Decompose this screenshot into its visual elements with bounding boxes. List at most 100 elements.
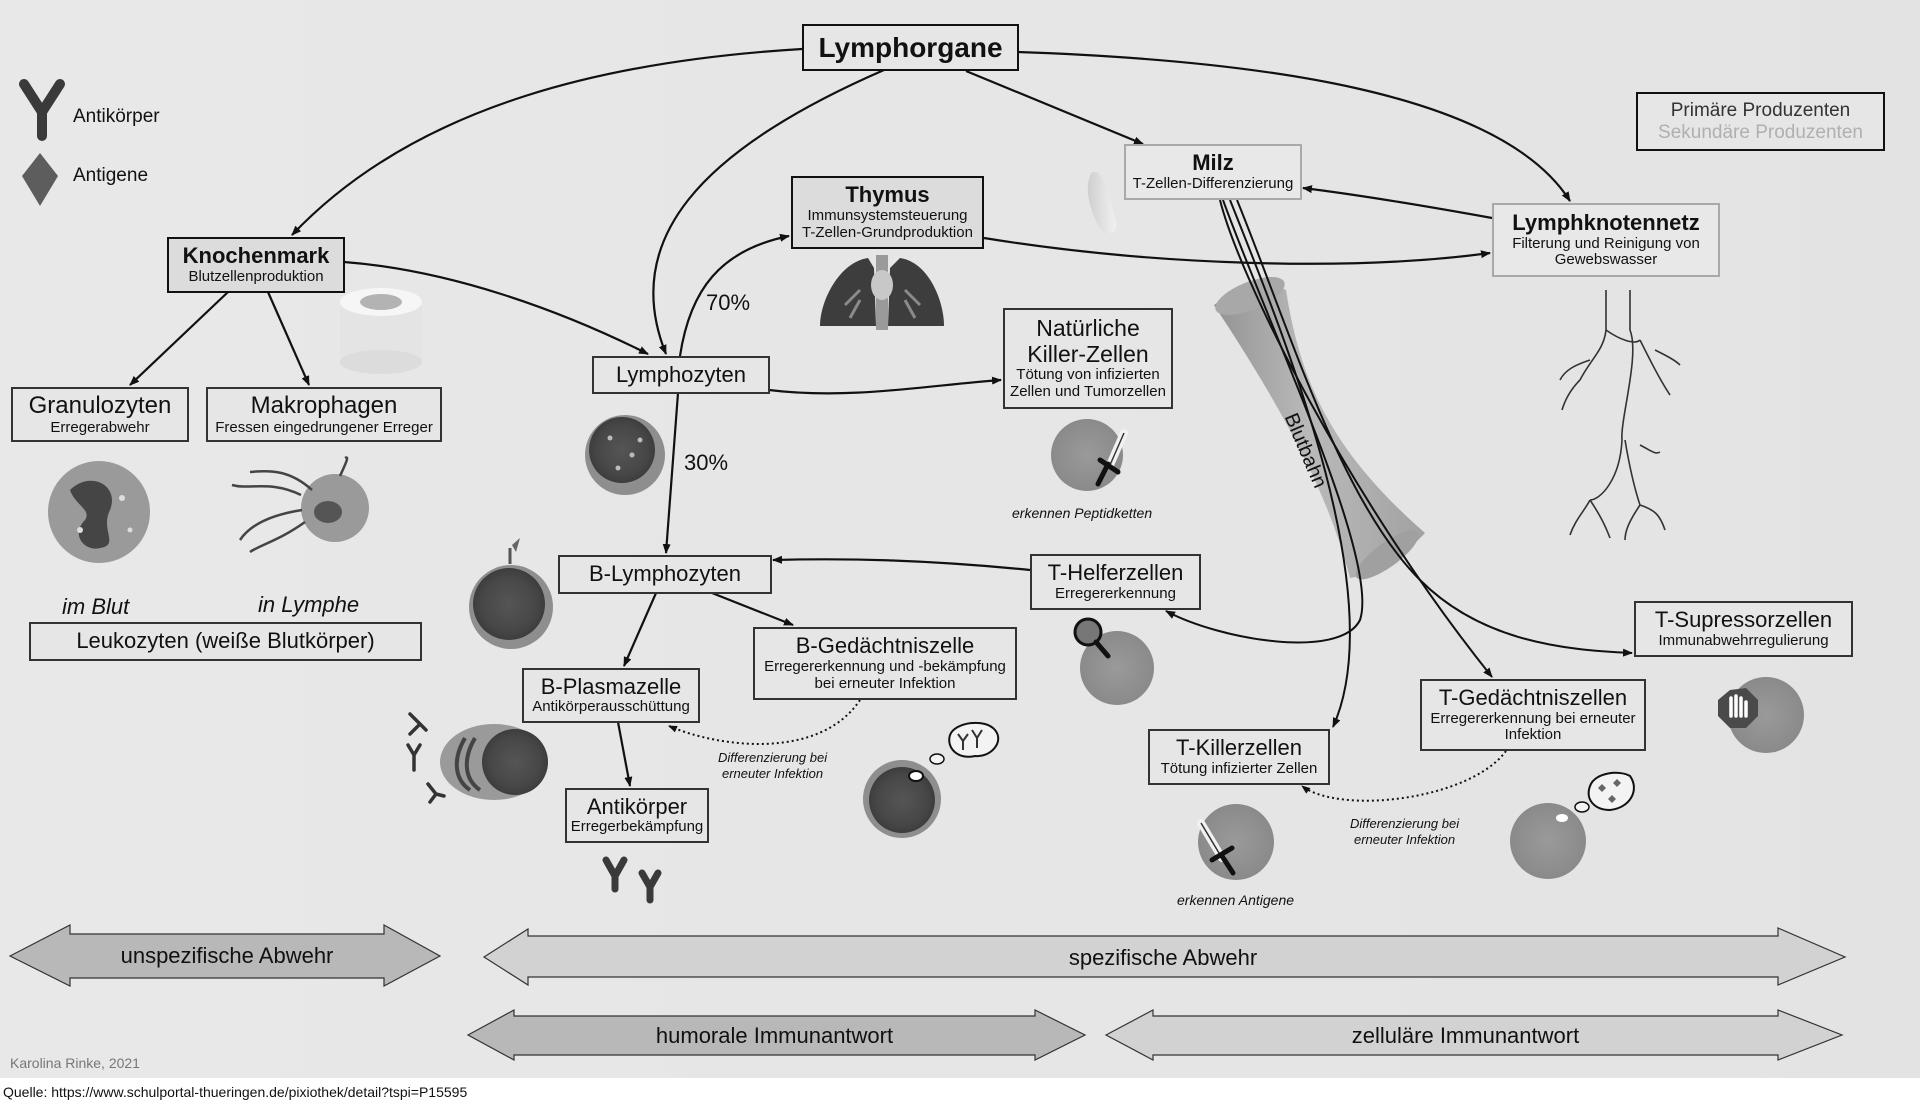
edge-lymphozyten-thymus (678, 233, 790, 357)
node-t-killer-title: T-Killerzellen (1176, 735, 1302, 761)
node-lymphozyten-title: Lymphozyten (615, 361, 747, 387)
author-credit: Karolina Rinke, 2021 (10, 1055, 140, 1071)
node-granulozyten-title: Granulozyten (28, 391, 172, 419)
label-t-diff-2: erneuter Infektion (1353, 831, 1456, 847)
node-antikoerper-subtitle: Erregerbekämpfung (570, 818, 704, 836)
band-humoral-arrow (466, 1008, 1087, 1062)
label-im-blut: im Blut (62, 594, 130, 619)
node-granulozyten[interactable]: Granulozyten Erregerabwehr (11, 387, 189, 442)
node-b-gedaechtnis-title: B-Gedächtniszelle (795, 633, 975, 659)
blood-vessel-illustration (1214, 277, 1425, 580)
b-lymphocyte-cell-icon (469, 538, 553, 649)
edge-blymph-bgedaechtnis (711, 591, 794, 627)
t-helper-cell-icon (1073, 617, 1154, 705)
node-t-supressor[interactable]: T-Supressorzellen Immunabwehrregulierung (1634, 601, 1853, 657)
band-unspezifisch-label: unspezifische Abwehr (120, 943, 334, 968)
edge-lymphorgane-knochenmark (291, 47, 803, 236)
bone-marrow-icon (340, 288, 422, 374)
node-milz-subtitle: T-Zellen-Differenzierung (1132, 174, 1294, 192)
label-b-diff-2: erneuter Infektion (721, 765, 824, 781)
node-knochenmark[interactable]: Knochenmark Blutzellenproduktion (167, 237, 345, 293)
node-makrophagen[interactable]: Makrophagen Fressen eingedrungener Erreg… (206, 387, 442, 442)
edge-lymphorgane-milz (965, 69, 1144, 146)
node-t-killer[interactable]: T-Killerzellen Tötung infizierter Zellen (1148, 729, 1330, 785)
legend-secondary-label: Sekundäre Produzenten (1658, 121, 1863, 143)
label-t-diff-1: Differenzierung bei (1350, 816, 1460, 831)
node-antikoerper[interactable]: Antikörper Erregerbekämpfung (565, 788, 709, 843)
node-b-lymphozyten-title: B-Lymphozyten (588, 561, 742, 587)
node-b-gedaechtnis-subtitle-2: bei erneuter Infektion (814, 674, 956, 692)
node-nk-subtitle-2: Zellen und Tumorzellen (1010, 383, 1166, 401)
node-b-plasma[interactable]: B-Plasmazelle Antikörperausschüttung (522, 668, 700, 723)
edge-milz-thelfer (1165, 199, 1364, 644)
node-makrophagen-title: Makrophagen (250, 391, 398, 419)
node-b-lymphozyten[interactable]: B-Lymphozyten (558, 555, 772, 594)
label-b-diff-1: Differenzierung bei (718, 750, 828, 765)
node-lymphozyten[interactable]: Lymphozyten (592, 356, 770, 394)
spleen-icon (1087, 172, 1117, 234)
node-t-gedaechtnis-title: T-Gedächtniszellen (1438, 684, 1628, 710)
node-t-killer-subtitle: Tötung infizierter Zellen (1160, 759, 1318, 777)
node-makrophagen-subtitle: Fressen eingedrungener Erreger (215, 418, 433, 436)
node-lymphknotennetz[interactable]: Lymphknotennetz Filterung und Reinigung … (1492, 203, 1720, 277)
node-b-plasma-title: B-Plasmazelle (540, 673, 682, 699)
node-lymphorgane-title: Lymphorgane (818, 31, 1003, 63)
edge-milz-tsupressor (1236, 199, 1633, 657)
node-t-gedaechtnis-subtitle-1: Erregererkennung bei erneuter (1430, 709, 1636, 727)
edge-milz-tkiller (1229, 199, 1351, 728)
node-thymus[interactable]: Thymus Immunsystemsteuerung T-Zellen-Gru… (791, 176, 984, 249)
edge-bplasma-antikoerper (616, 721, 633, 787)
node-lymphorgane[interactable]: Lymphorgane (802, 24, 1019, 71)
node-granulozyten-subtitle: Erregerabwehr (50, 418, 150, 436)
plasma-cell-icon (440, 724, 548, 800)
b-memory-cell-icon (863, 721, 1000, 838)
band-spezifisch-label: spezifische Abwehr (1068, 945, 1258, 970)
antibody-pair-icon (602, 856, 662, 904)
label-tk-note: erkennen Antigene (1177, 892, 1295, 908)
legend-antibody-label: Antikörper (73, 106, 160, 127)
legend-primary-label: Primäre Produzenten (1670, 100, 1851, 122)
lymph-network-icon (1559, 290, 1681, 541)
thymus-lungs-icon (820, 255, 944, 330)
lymphocyte-cell-icon (585, 415, 665, 495)
node-milz-title: Milz (1192, 150, 1234, 176)
node-lymphknotennetz-subtitle-2: Gewebswasser (1554, 251, 1658, 269)
node-b-gedaechtnis[interactable]: B-Gedächtniszelle Erregererkennung und -… (753, 627, 1017, 700)
label-b-diff: Differenzierung bei erneuter Infektion (718, 750, 827, 781)
node-milz[interactable]: Milz T-Zellen-Differenzierung (1124, 144, 1302, 200)
t-supressor-cell-icon (1718, 677, 1804, 753)
node-t-gedaechtnis-subtitle-2: Infektion (1504, 726, 1562, 744)
band-zellulaer-label: zelluläre Immunantwort (1351, 1023, 1580, 1048)
node-t-gedaechtnis[interactable]: T-Gedächtniszellen Erregererkennung bei … (1420, 679, 1646, 751)
source-credit: Quelle: https://www.schulportal-thuering… (3, 1084, 468, 1100)
label-in-lymphe: in Lymphe (258, 592, 360, 617)
node-knochenmark-title: Knochenmark (182, 243, 330, 269)
node-nk-zellen[interactable]: Natürliche Killer-Zellen Tötung von infi… (1003, 308, 1173, 409)
node-leukozyten[interactable]: Leukozyten (weiße Blutkörper) (29, 622, 422, 661)
macrophage-cell-icon (231, 456, 369, 554)
producer-legend: Primäre Produzenten Sekundäre Produzente… (1636, 92, 1885, 151)
node-b-gedaechtnis-subtitle-1: Erregererkennung und -bekämpfung (764, 658, 1006, 676)
antigen-legend-icon (22, 153, 58, 206)
connector-layer (8, 47, 1847, 1062)
node-lymphknotennetz-title: Lymphknotennetz (1512, 209, 1700, 235)
band-unspezifisch-arrow (8, 923, 442, 988)
node-nk-subtitle-1: Tötung von infizierten (1016, 366, 1160, 384)
label-30-percent: 30% (684, 450, 729, 475)
granulocyte-cell-icon (48, 461, 150, 563)
legend-antigen-label: Antigene (73, 165, 149, 186)
node-antikoerper-title: Antikörper (586, 793, 688, 819)
band-humoral-label: humorale Immunantwort (655, 1023, 894, 1048)
edge-lymphozyten-nk (768, 376, 1002, 395)
edge-lymphorgane-lymphozyten (652, 68, 885, 355)
edge-blymph-bplasma (622, 592, 658, 667)
edge-thelfer-blymph (772, 555, 1031, 572)
node-thymus-title: Thymus (845, 182, 930, 208)
edge-bgedaechtnis-bplasma-dotted (668, 699, 861, 745)
edge-knochenmark-granulozyten (129, 291, 229, 386)
edge-knochenmark-makrophagen (266, 291, 311, 386)
node-t-helfer[interactable]: T-Helferzellen Erregererkennung (1030, 554, 1201, 610)
edge-lymphozyten-blymph (662, 392, 680, 554)
edge-lymphknoten-milz (1302, 185, 1493, 220)
node-t-supressor-title: T-Supressorzellen (1654, 607, 1833, 633)
